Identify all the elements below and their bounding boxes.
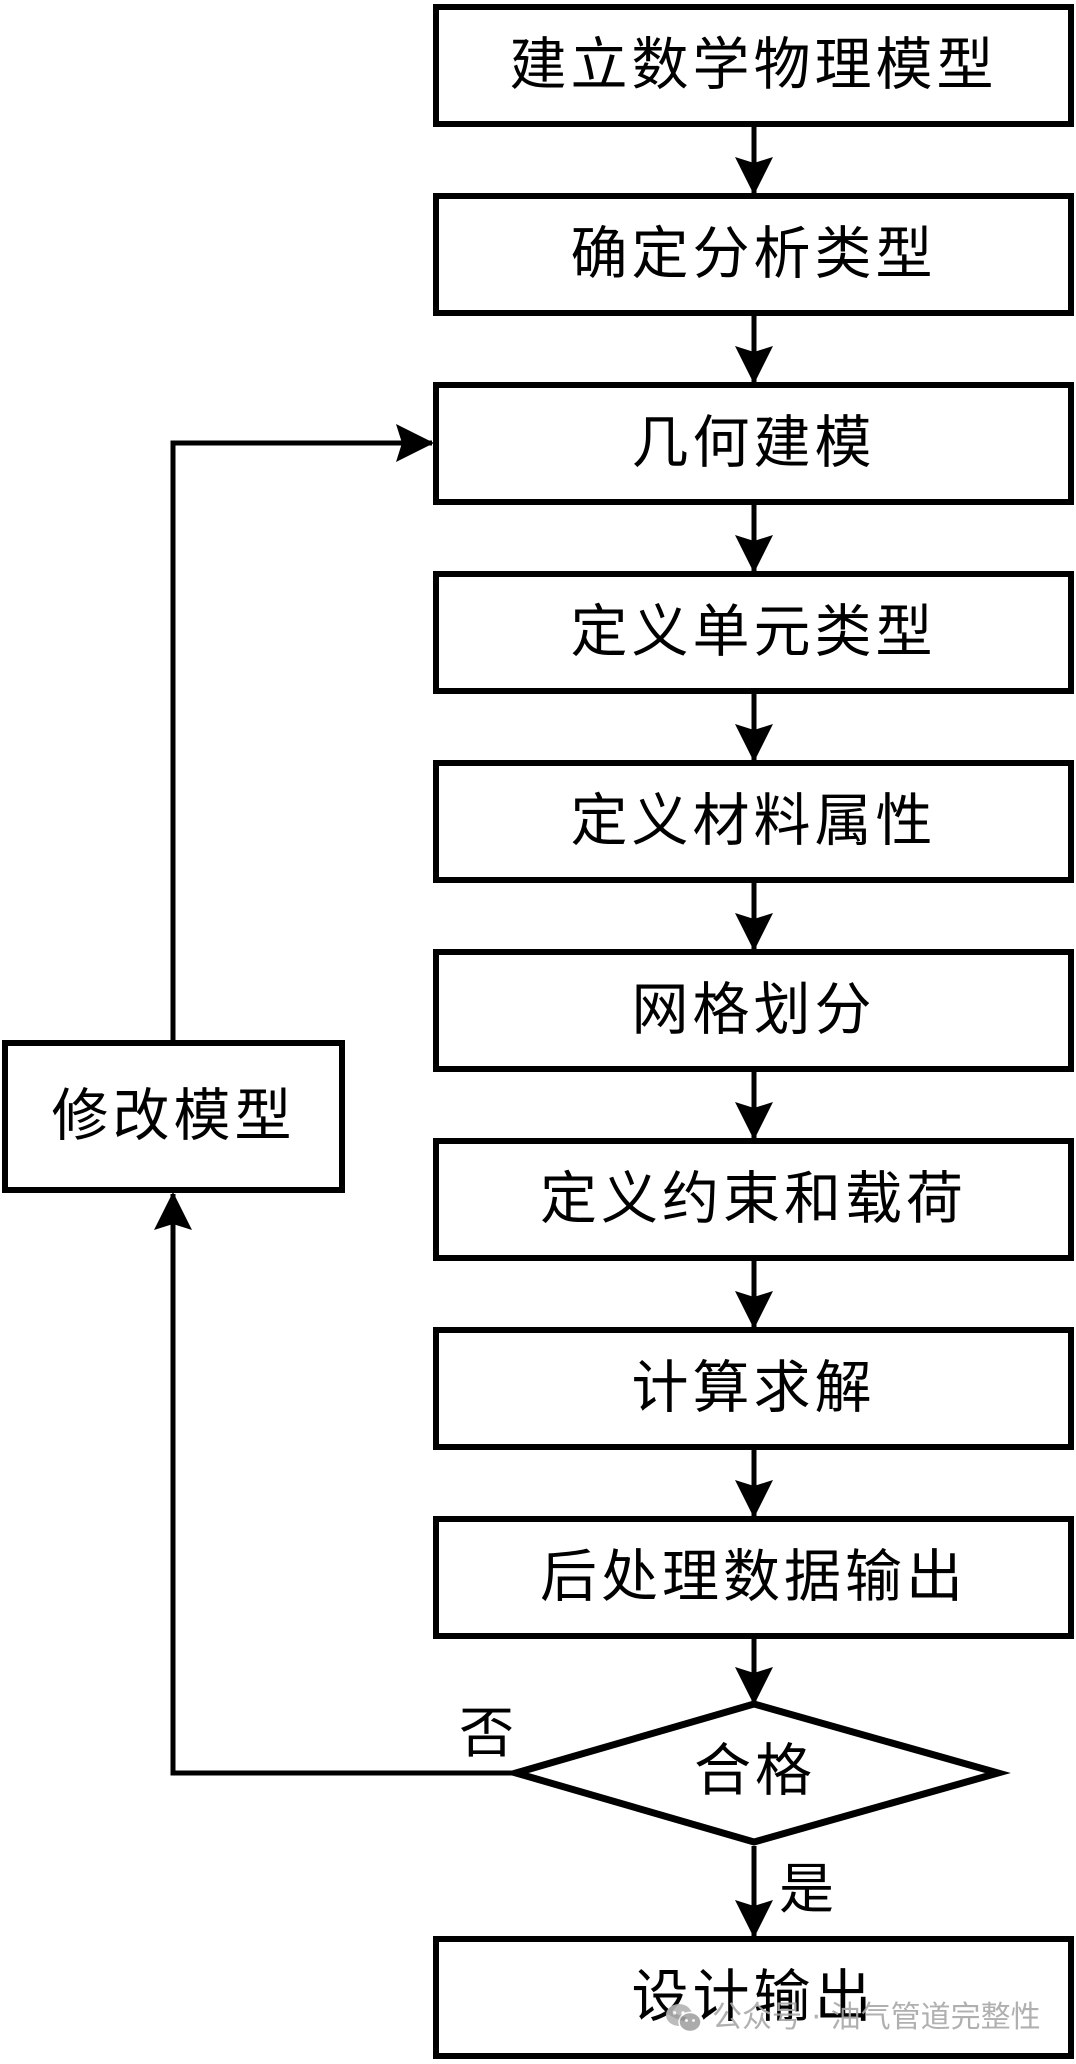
arrow-no <box>154 1191 516 1776</box>
step-box-7: 定义约束和载荷 <box>433 1138 1074 1261</box>
step-label: 网格划分 <box>631 977 876 1043</box>
step-box-4: 定义单元类型 <box>433 571 1074 694</box>
step-label: 建立数学物理模型 <box>509 32 998 98</box>
step-final-design-output: 设计输出 <box>433 1936 1074 2059</box>
arrow-feedback <box>170 424 435 1040</box>
step-box-6: 网格划分 <box>433 949 1074 1072</box>
step-label: 几何建模 <box>631 410 876 476</box>
step-label: 定义单元类型 <box>570 599 937 665</box>
wechat-icon <box>666 2004 702 2033</box>
watermark: 公众号 · 油气管道完整性 <box>664 2002 1041 2034</box>
step-box-5: 定义材料属性 <box>433 760 1074 883</box>
step-label: 定义约束和载荷 <box>540 1166 967 1232</box>
step-label: 计算求解 <box>631 1355 876 1421</box>
step-box-8: 计算求解 <box>433 1327 1074 1450</box>
step-box-3: 几何建模 <box>433 382 1074 505</box>
step-modify-model: 修改模型 <box>2 1040 345 1193</box>
decision-label: 合格 <box>694 1738 816 1804</box>
step-box-2: 确定分析类型 <box>433 193 1074 316</box>
step-box-1: 建立数学物理模型 <box>433 4 1074 127</box>
edge-label-no: 否 <box>459 1701 515 1765</box>
step-label: 定义材料属性 <box>570 788 937 854</box>
watermark-text: 公众号 · 油气管道完整性 <box>712 2000 1041 2035</box>
step-label: 修改模型 <box>51 1083 296 1149</box>
step-box-9: 后处理数据输出 <box>433 1516 1074 1639</box>
edge-label-yes: 是 <box>779 1857 835 1921</box>
step-label: 后处理数据输出 <box>540 1544 967 1610</box>
step-label: 确定分析类型 <box>570 221 937 287</box>
